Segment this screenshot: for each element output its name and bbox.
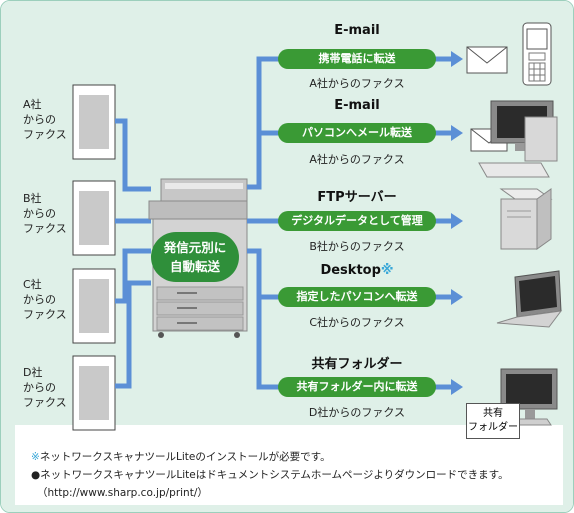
- note-mark: ※: [31, 451, 40, 463]
- dest-source-note: A社からのファクス: [309, 153, 405, 166]
- dest-source-note: B社からのファクス: [309, 240, 405, 253]
- left-connectors: [115, 118, 151, 389]
- dest-title: E-mail: [334, 23, 380, 38]
- note-url: （http://www.sharp.co.jp/print/）: [37, 487, 208, 499]
- dest-source-note: C社からのファクス: [309, 316, 405, 329]
- requirement-mark: ※: [380, 263, 394, 278]
- fax-doc-c: [72, 268, 116, 344]
- fax-doc-a: [72, 84, 116, 160]
- fax-doc-b: [72, 180, 116, 256]
- laptop-icon: [496, 270, 563, 328]
- source-label-a: A社 からの ファクス: [23, 98, 67, 141]
- dest-source-note: A社からのファクス: [309, 77, 405, 90]
- fax-doc-d: [72, 355, 116, 431]
- dest-action-pill: デジタルデータとして管理: [278, 211, 436, 231]
- server-icon: [499, 188, 553, 250]
- note-download: ●ネットワークスキャナツールLiteはドキュメントシステムホームページよりダウン…: [31, 469, 509, 481]
- auto-forward-badge: 発信元別に 自動転送: [151, 232, 239, 282]
- dest-title: 共有フォルダー: [311, 357, 403, 372]
- source-label-c: C社 からの ファクス: [23, 278, 67, 321]
- shared-folder-label-box: 共有 フォルダー: [466, 403, 520, 439]
- dest-title: FTPサーバー: [317, 190, 397, 205]
- mobile-phone-icon: [522, 22, 552, 86]
- note-requirement-text: ネットワークスキャナツールLiteのインストールが必要です。: [39, 451, 331, 463]
- dest-action-pill: パソコンへメール転送: [278, 123, 436, 143]
- dest-title-desktop: Desktop※: [267, 263, 447, 278]
- dest-source-note: D社からのファクス: [308, 406, 406, 419]
- dest-title: E-mail: [334, 98, 380, 113]
- dest-action-pill: 携帯電話に転送: [278, 49, 436, 69]
- dest-action-pill: 共有フォルダー内に転送: [278, 377, 436, 397]
- monitor-icon: [500, 368, 558, 426]
- source-label-d: D社 からの ファクス: [23, 366, 67, 409]
- dest-action-pill: 指定したパソコンへ転送: [278, 287, 436, 307]
- dest-title-text: Desktop: [320, 263, 381, 278]
- mail-icon: [466, 46, 508, 74]
- shared-folder-label: 共有 フォルダー: [468, 408, 518, 433]
- arrowheads: [451, 51, 463, 395]
- desktop-pc-icon: [478, 100, 558, 178]
- auto-forward-label: 発信元別に 自動転送: [163, 240, 227, 274]
- source-label-b: B社 からの ファクス: [23, 192, 67, 235]
- note-requirement: ※ネットワークスキャナツールLiteのインストールが必要です。: [31, 449, 331, 464]
